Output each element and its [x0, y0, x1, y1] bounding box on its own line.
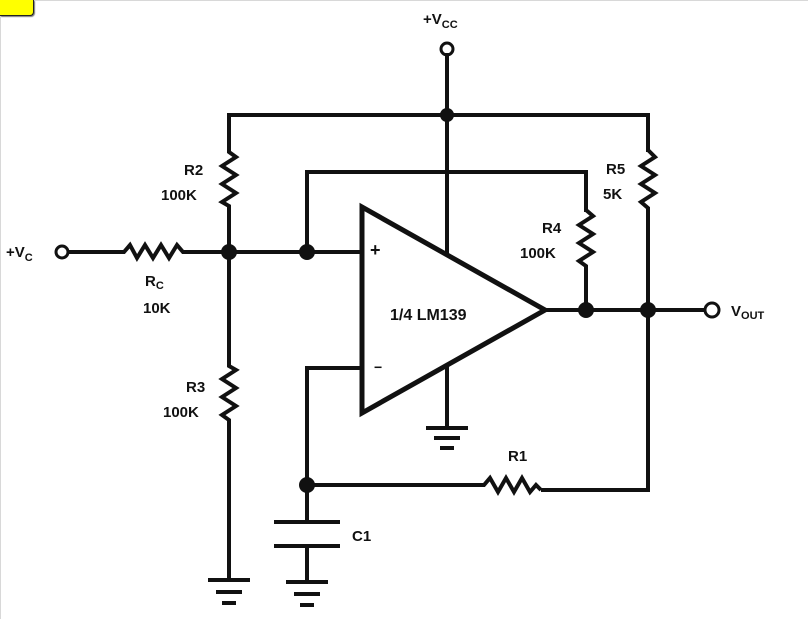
r5-name: R5 — [606, 161, 625, 178]
r1-resistor-icon — [307, 473, 543, 497]
r2-value: 100K — [161, 187, 197, 204]
opamp-triangle-icon — [359, 202, 551, 418]
opamp-plus: + — [370, 240, 381, 260]
top-rail-wire — [227, 113, 650, 152]
vcc-label: +VCC — [423, 11, 458, 31]
ground-icon — [208, 578, 250, 605]
annotation-tab[interactable] — [0, 0, 34, 16]
r1-name: R1 — [508, 448, 527, 465]
vcc-terminal — [439, 41, 455, 254]
rc-value: 10K — [143, 300, 171, 317]
minus-input-wire — [305, 366, 362, 522]
r3-value: 100K — [163, 404, 199, 421]
vc-label: +VC — [6, 244, 33, 264]
r3-name: R3 — [186, 379, 205, 396]
feedback-wire — [305, 170, 588, 254]
rc-name: RC — [145, 273, 164, 292]
vc-terminal-icon — [54, 244, 70, 260]
r5-value: 5K — [603, 186, 622, 203]
r2-name: R2 — [184, 162, 203, 179]
opamp-minus: − — [374, 359, 382, 375]
c1-capacitor-icon — [274, 520, 340, 584]
r3-resistor-icon — [218, 252, 240, 580]
opamp-label: 1/4 LM139 — [390, 307, 467, 324]
ground-icon — [426, 426, 468, 450]
vout-terminal-icon — [703, 301, 721, 319]
r4-resistor-icon — [575, 208, 597, 310]
junction-dot — [578, 302, 594, 318]
r5-resistor-icon — [541, 148, 659, 492]
ground-icon — [286, 580, 328, 607]
vout-label: VOUT — [731, 303, 765, 322]
r4-value: 100K — [520, 245, 556, 262]
r4-name: R4 — [542, 220, 562, 237]
r2-resistor-icon — [218, 150, 240, 250]
rc-resistor-icon — [68, 241, 229, 263]
junction-dot — [640, 302, 656, 318]
c1-name: C1 — [352, 528, 371, 545]
